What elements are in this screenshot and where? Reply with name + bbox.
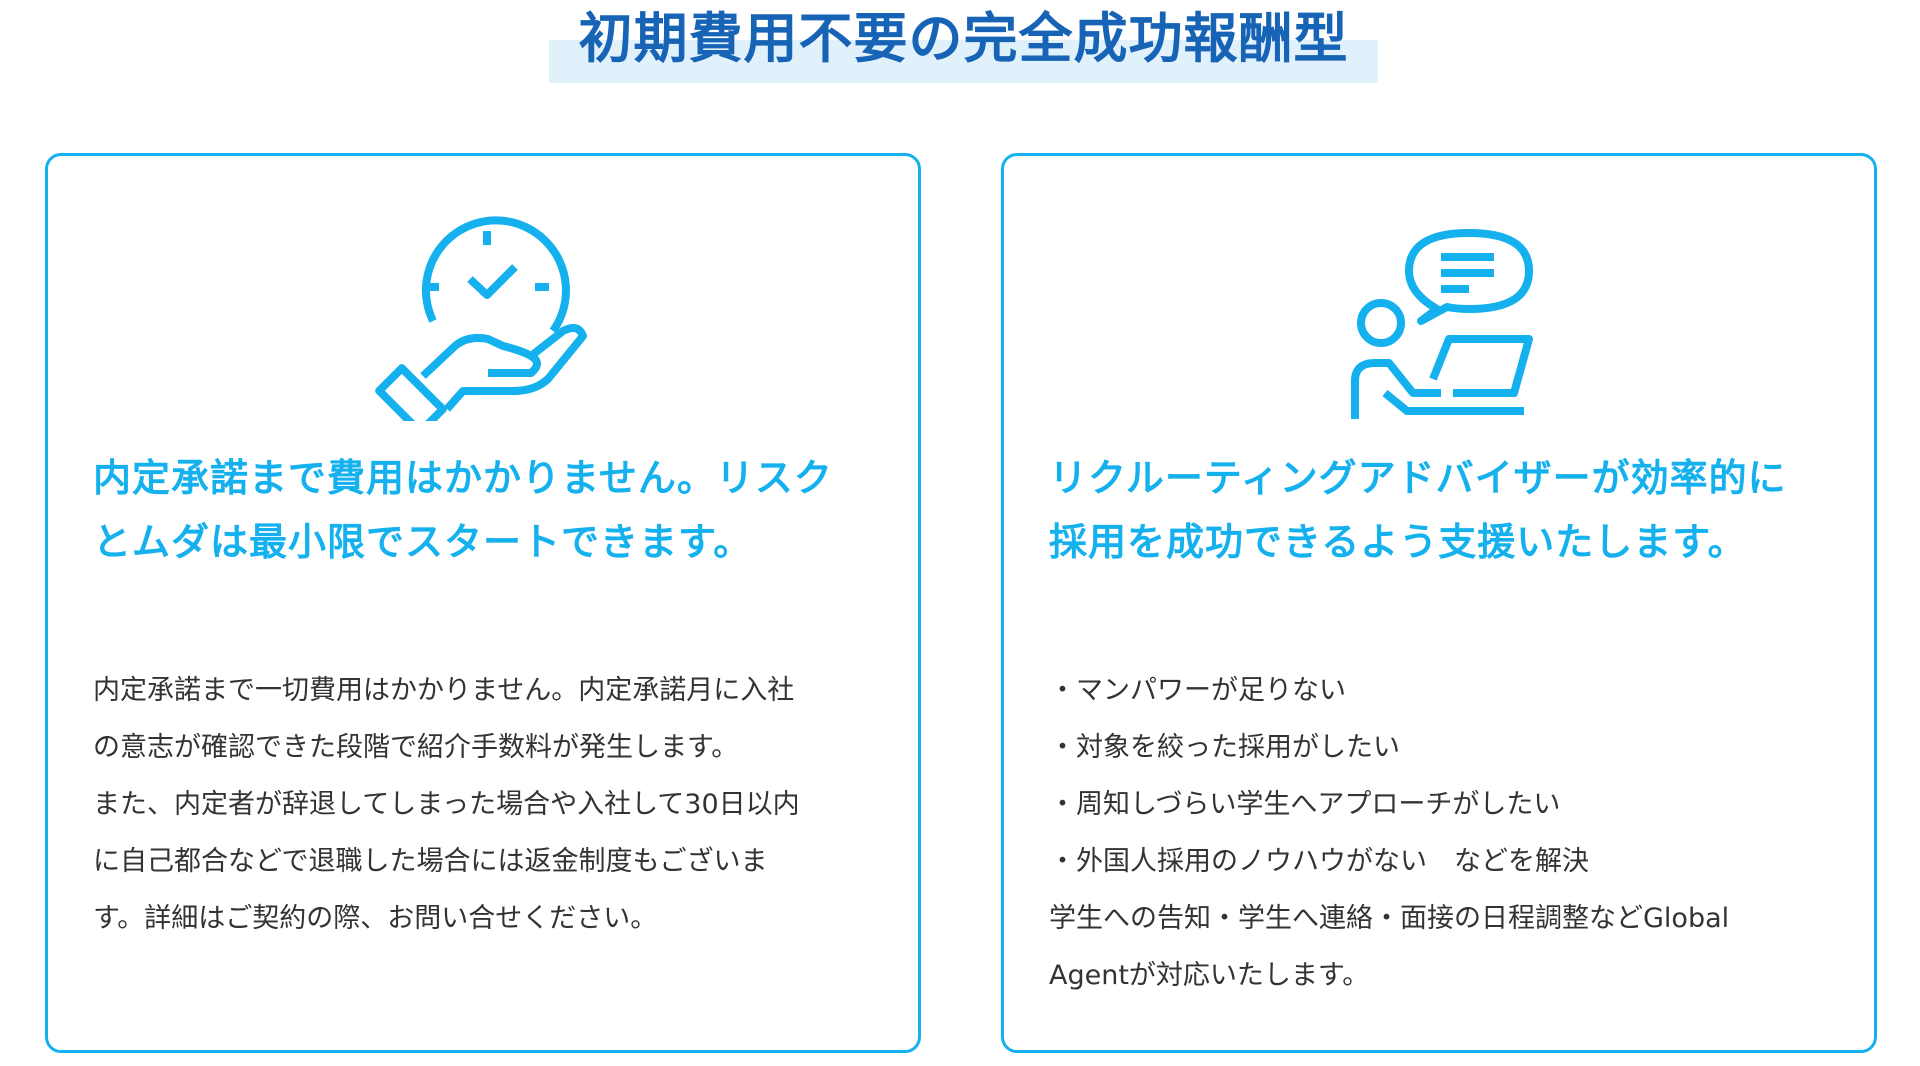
card-body: 内定承諾まで一切費用はかかりません。内定承諾月に入社 の意志が確認できた段階で紹… (93, 662, 893, 947)
heading-line: とムダは最小限でスタートできます。 (93, 520, 753, 564)
section-title-text: 初期費用不要の完全成功報酬型 (578, 7, 1349, 70)
card-body: ・マンパワーが足りない ・対象を絞った採用がしたい ・周知しづらい学生へアプロー… (1049, 662, 1849, 1004)
bullet-item: ・対象を絞った採用がしたい (1049, 732, 1400, 763)
title-highlight-band (549, 40, 1378, 83)
body-line: 内定承諾まで一切費用はかかりません。内定承諾月に入社 (93, 675, 795, 706)
bullet-item: ・マンパワーが足りない (1049, 675, 1346, 706)
body-line: に自己都合などで退職した場合には返金制度もございま (93, 846, 768, 877)
heading-line: 採用を成功できるよう支援いたします。 (1049, 520, 1747, 564)
person-laptop-speech-bubble-icon (1351, 229, 1533, 419)
bullet-item: ・外国人採用のノウハウがない などを解決 (1049, 846, 1589, 877)
body-line: また、内定者が辞退してしまった場合や入社して30日以内 (93, 789, 800, 820)
card-heading: リクルーティングアドバイザーが効率的に 採用を成功できるよう支援いたします。 (1049, 446, 1849, 574)
body-line: Agentが対応いたします。 (1049, 960, 1370, 991)
hand-holding-clock-check-icon (375, 216, 587, 421)
heading-line: リクルーティングアドバイザーが効率的に (1049, 456, 1787, 500)
feature-card-no-initial-cost: 内定承諾まで費用はかかりません。リスク とムダは最小限でスタートできます。 内定… (45, 153, 921, 1053)
feature-card-recruiting-advisor: リクルーティングアドバイザーが効率的に 採用を成功できるよう支援いたします。 ・… (1001, 153, 1877, 1053)
heading-line: 内定承諾まで費用はかかりません。リスク (93, 456, 833, 500)
card-heading: 内定承諾まで費用はかかりません。リスク とムダは最小限でスタートできます。 (93, 446, 893, 574)
body-line: す。詳細はご契約の際、お問い合せください。 (93, 903, 658, 934)
body-line: 学生への告知・学生へ連絡・面接の日程調整などGlobal (1049, 903, 1730, 934)
body-line: の意志が確認できた段階で紹介手数料が発生します。 (93, 732, 739, 763)
section-title: 初期費用不要の完全成功報酬型 (549, 0, 1378, 90)
bullet-item: ・周知しづらい学生へアプローチがしたい (1049, 789, 1561, 820)
